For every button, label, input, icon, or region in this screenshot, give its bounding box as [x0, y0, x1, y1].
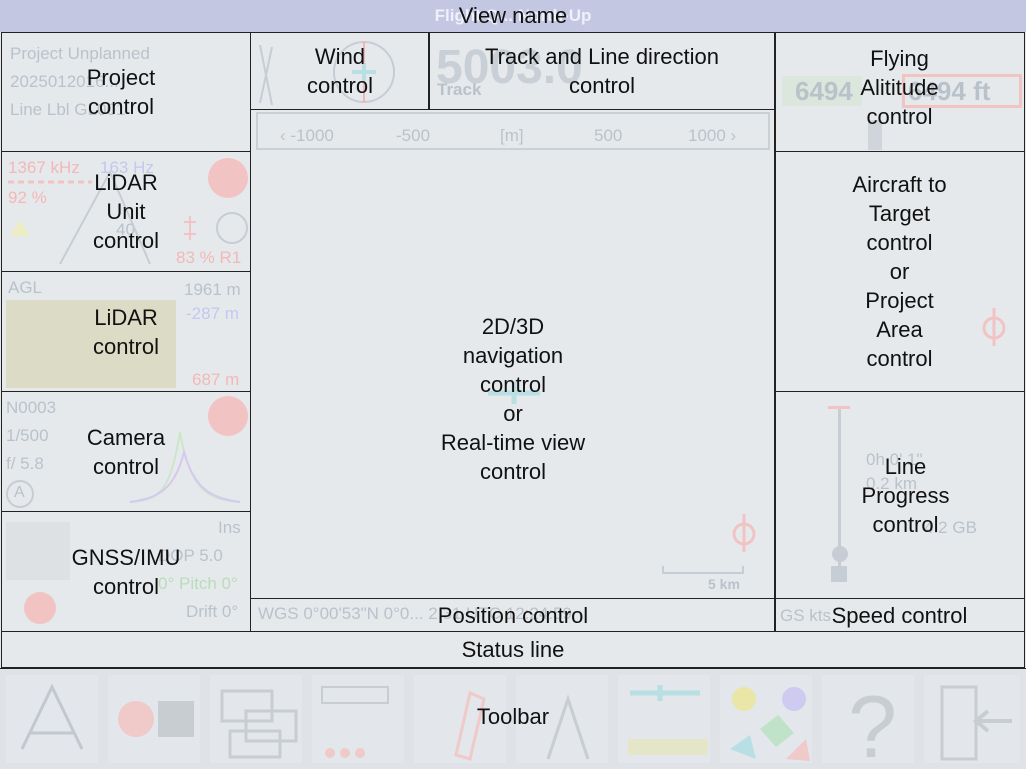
title-bar: Flight Q... North-Up View name	[0, 0, 1026, 32]
bg-gnss-error-icon	[24, 592, 56, 624]
nav-aircraft-icon	[488, 382, 540, 404]
wind-control-panel[interactable]: Wind control	[250, 32, 430, 110]
bg-lidar-terrain	[6, 300, 176, 388]
bg-position-text: WGS 0°00'53"N 0°0... 2:31 UTC 12:24:59	[258, 604, 572, 623]
aircraft-target-panel[interactable]: Aircraft to Target control or Project Ar…	[774, 151, 1025, 392]
bg-altitude-left: 6494	[795, 76, 853, 106]
toolbar-icons-ghost: ?	[20, 677, 1012, 769]
bg-scale-tick-1: ‹ -1000	[280, 126, 334, 145]
bg-track-value: 5003.0	[436, 41, 583, 94]
bg-camera-mode: A	[14, 484, 25, 501]
line-progress-panel[interactable]: Line Progress control	[774, 391, 1025, 599]
bg-gnss-ins: Ins	[218, 518, 241, 537]
bg-scale-bar-label: 5 km	[708, 576, 740, 592]
bg-speed-text: GS kts	[780, 606, 832, 625]
bg-progress-top	[828, 406, 850, 409]
navigation-panel[interactable]: 2D/3D navigation control or Real-time vi…	[250, 109, 776, 599]
nav-north-marker-icon	[732, 514, 756, 552]
bg-camera-mode-badge	[6, 480, 34, 508]
project-control-panel[interactable]: Project control	[1, 32, 251, 152]
target-marker-icon	[982, 308, 1006, 346]
status-line-panel: Status line	[1, 631, 1025, 668]
bg-progress-dist: 0.2 km	[866, 474, 918, 493]
bg-scale-tick-3: [m]	[500, 126, 524, 145]
camera-histogram-icon	[129, 396, 248, 503]
lidar-unit-graphics-icon	[8, 158, 248, 265]
bg-lidar-delta: -287 m	[186, 304, 239, 323]
bg-scale-strip	[256, 112, 770, 150]
lidar-panel[interactable]: LiDAR control	[1, 271, 251, 392]
position-panel[interactable]: Position control	[250, 598, 776, 632]
bg-camera-id: N0003	[6, 398, 57, 417]
bg-progress-storage: 4.2 GB	[924, 518, 977, 537]
bg-project-row-3: Line Lbl GL001	[10, 100, 126, 119]
bg-lidar-unit-freq: 1367 kHz	[8, 158, 80, 177]
bg-progress-time: 0h 0' 1"	[866, 450, 923, 469]
bg-project-row-1: Project Unplanned	[10, 44, 150, 63]
nav-scale-bar	[662, 566, 744, 574]
tool-attach-button[interactable]	[414, 675, 506, 763]
view-name-label: View name	[458, 3, 568, 28]
bg-lidar-agl: AGL	[8, 278, 43, 297]
bg-gnss-drift: Drift 0°	[186, 602, 239, 621]
wind-compass-icon	[259, 41, 395, 106]
bg-altitude-right: 6494 ft	[908, 76, 991, 106]
bg-gnss-satellite-icon	[6, 522, 70, 580]
gnss-imu-panel[interactable]: GNSS/IMU control	[1, 511, 251, 632]
speed-panel[interactable]: Speed control	[774, 598, 1025, 632]
bg-altitude-box-left	[782, 76, 862, 106]
bg-progress-track	[838, 408, 841, 578]
ghost-title: Flight Q... North-Up	[434, 6, 592, 25]
bg-camera-aperture: f/ 5.8	[6, 454, 44, 473]
bg-gnss-dop: DOP 5.0	[158, 546, 223, 565]
bg-lidar-unit-pct: 92 %	[8, 188, 47, 207]
bg-lidar-ground: 687 m	[192, 370, 240, 389]
tool-help-button[interactable]	[822, 675, 914, 763]
bg-project-row-2: 2025012016...	[10, 72, 119, 91]
track-line-direction-panel[interactable]: Track and Line direction control	[428, 32, 776, 110]
bg-scale-tick-2: -500	[396, 126, 431, 145]
lidar-unit-panel[interactable]: LiDAR Unit control	[1, 151, 251, 272]
bg-lidar-unit-num: 40	[116, 220, 135, 239]
bg-gnss-pitch: 0° Pitch 0°	[158, 574, 238, 593]
bg-lidar-unit-r1: 83 % R1	[176, 248, 242, 267]
bg-progress-base	[831, 566, 847, 582]
flying-altitude-panel[interactable]: Flying Alititude control	[774, 32, 1025, 152]
bg-altitude-bar	[868, 120, 882, 150]
toolbar-label: Toolbar	[476, 704, 550, 729]
bg-altitude-box-right	[902, 74, 1022, 108]
toolbar: ? Toolbar	[0, 668, 1026, 769]
bg-progress-knob	[832, 546, 848, 562]
svg-text:?: ?	[848, 677, 897, 769]
bg-lidar-unit-hz: 163 Hz	[100, 158, 154, 177]
bg-lidar-alt: 1961 m	[184, 280, 241, 299]
camera-panel[interactable]: Camera control	[1, 391, 251, 512]
bg-scale-tick-5: 1000 ›	[688, 126, 737, 145]
bg-track-label: Track	[437, 80, 482, 99]
bg-camera-shutter: 1/500	[6, 426, 49, 445]
bg-scale-tick-4: 500	[594, 126, 623, 145]
